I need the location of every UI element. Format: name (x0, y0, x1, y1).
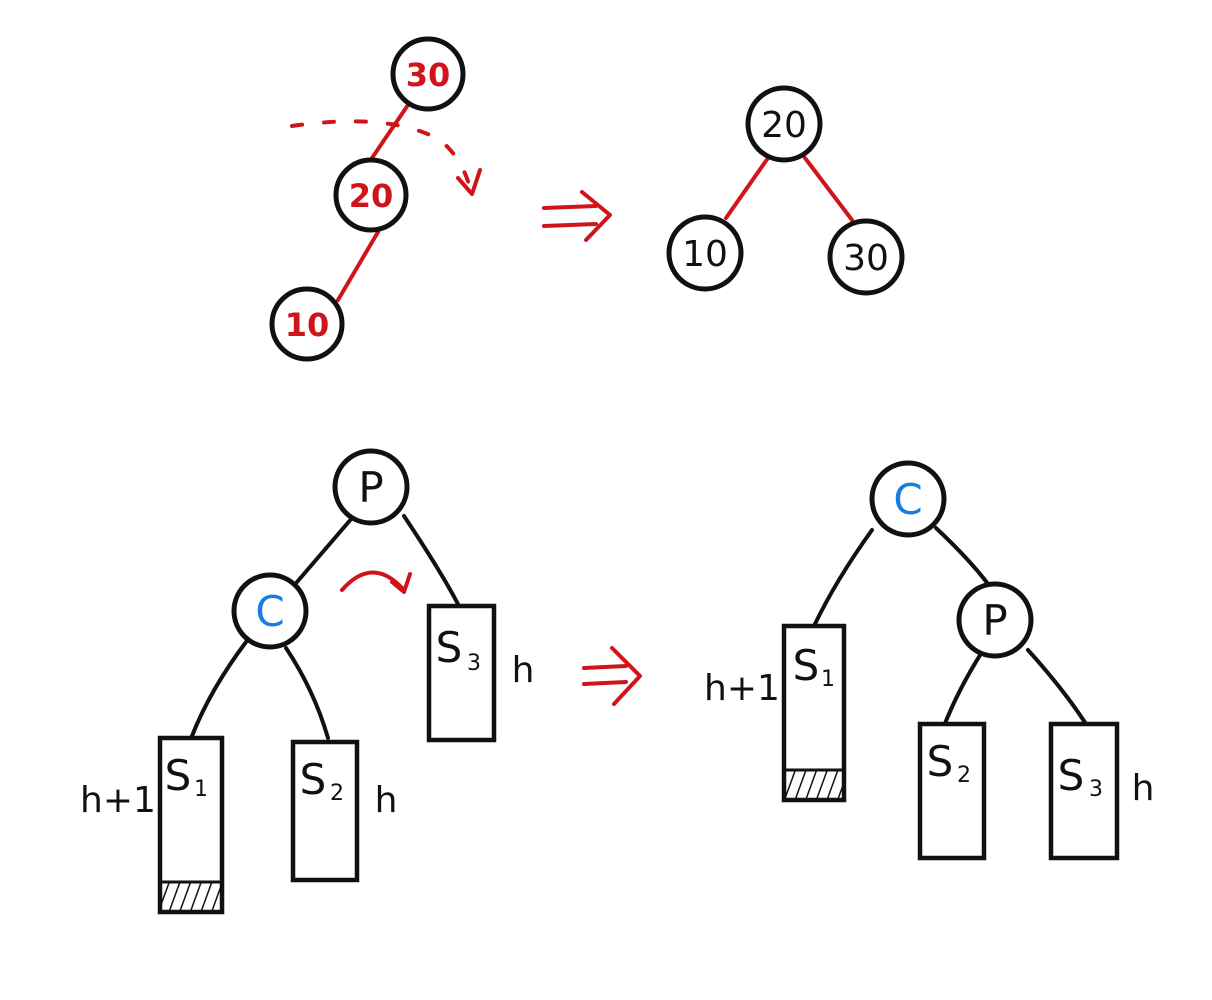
double-arrow-right-icon (582, 646, 642, 706)
node-p-label: P (982, 596, 1007, 645)
node-20-label: 20 (761, 105, 807, 146)
subtree-s3-name: S (1058, 751, 1085, 800)
node-20: 20 (745, 85, 823, 163)
subtree-s2-name: S (300, 755, 327, 804)
subtree-s3-height: h (1132, 768, 1155, 809)
edge-c-s1 (190, 640, 248, 738)
subtree-s2: S 2 (917, 721, 987, 861)
node-20: 20 (333, 157, 409, 233)
subtree-s1-name: S (165, 751, 192, 800)
rotation-arrowhead-icon (390, 572, 412, 594)
node-10: 10 (666, 214, 744, 292)
node-20-label: 20 (349, 177, 394, 215)
node-10-label: 10 (682, 234, 728, 275)
subtree-s3: S 3 h (426, 603, 535, 743)
subtree-s3: S 3 h (1048, 721, 1155, 861)
node-p-label: P (358, 463, 383, 512)
subtree-s2: S 2 h (290, 739, 398, 883)
edge-c-p (934, 526, 990, 586)
double-arrow-right-icon (542, 190, 612, 242)
node-c-label: C (893, 475, 922, 524)
node-c: C (231, 572, 309, 650)
edge-c-s2 (284, 646, 330, 740)
edge-20-10 (336, 230, 380, 302)
subtree-s3-sub: 3 (1089, 777, 1103, 802)
edge-p-s3 (1026, 648, 1088, 726)
subtree-s1-height: h+1 (704, 668, 780, 709)
example-after-tree: 20 10 30 (666, 85, 905, 296)
node-10-label: 10 (285, 306, 330, 344)
general-before-tree: P C S 1 h+1 S 2 h S 3 h (80, 448, 535, 915)
subtree-s1-sub: 1 (194, 777, 208, 802)
edge-30-20 (370, 100, 412, 160)
rotation-arrow-curved (340, 570, 404, 592)
subtree-s2-height: h (375, 780, 398, 821)
subtree-s2-sub: 2 (957, 763, 971, 788)
node-c-label: C (255, 587, 284, 636)
node-10: 10 (269, 286, 345, 362)
general-after-tree: C P S 1 h+1 S 2 S 3 h (704, 460, 1155, 861)
node-30-label: 30 (843, 238, 889, 279)
subtree-s1-height: h+1 (80, 780, 156, 821)
edge-c-s1 (812, 528, 874, 628)
extra-level-hatch (162, 882, 220, 910)
subtree-s1: S 1 h+1 (704, 623, 847, 803)
edge-p-s3 (402, 514, 460, 606)
subtree-s1: S 1 h+1 (80, 735, 225, 915)
subtree-s1-name: S (793, 641, 820, 690)
node-p: P (956, 581, 1034, 659)
node-c: C (869, 460, 947, 538)
node-p: P (332, 448, 410, 526)
subtree-s2-name: S (927, 737, 954, 786)
subtree-s3-sub: 3 (467, 651, 481, 676)
subtree-s1-sub: 1 (821, 667, 835, 692)
node-30-label: 30 (406, 56, 451, 94)
node-30: 30 (390, 36, 466, 112)
rotation-arrow-dotted (290, 119, 472, 190)
edge-p-s2 (942, 650, 984, 728)
subtree-s2-sub: 2 (330, 781, 344, 806)
example-before-tree: 30 20 10 (269, 36, 482, 362)
node-30: 30 (827, 218, 905, 296)
edge-20-10 (724, 156, 770, 220)
edge-p-c (295, 516, 354, 584)
rotation-arrowhead-icon (456, 168, 482, 196)
edge-20-30 (803, 156, 854, 222)
extra-level-hatch (786, 770, 842, 798)
subtree-s3-height: h (512, 650, 535, 691)
subtree-s3-name: S (436, 623, 463, 672)
